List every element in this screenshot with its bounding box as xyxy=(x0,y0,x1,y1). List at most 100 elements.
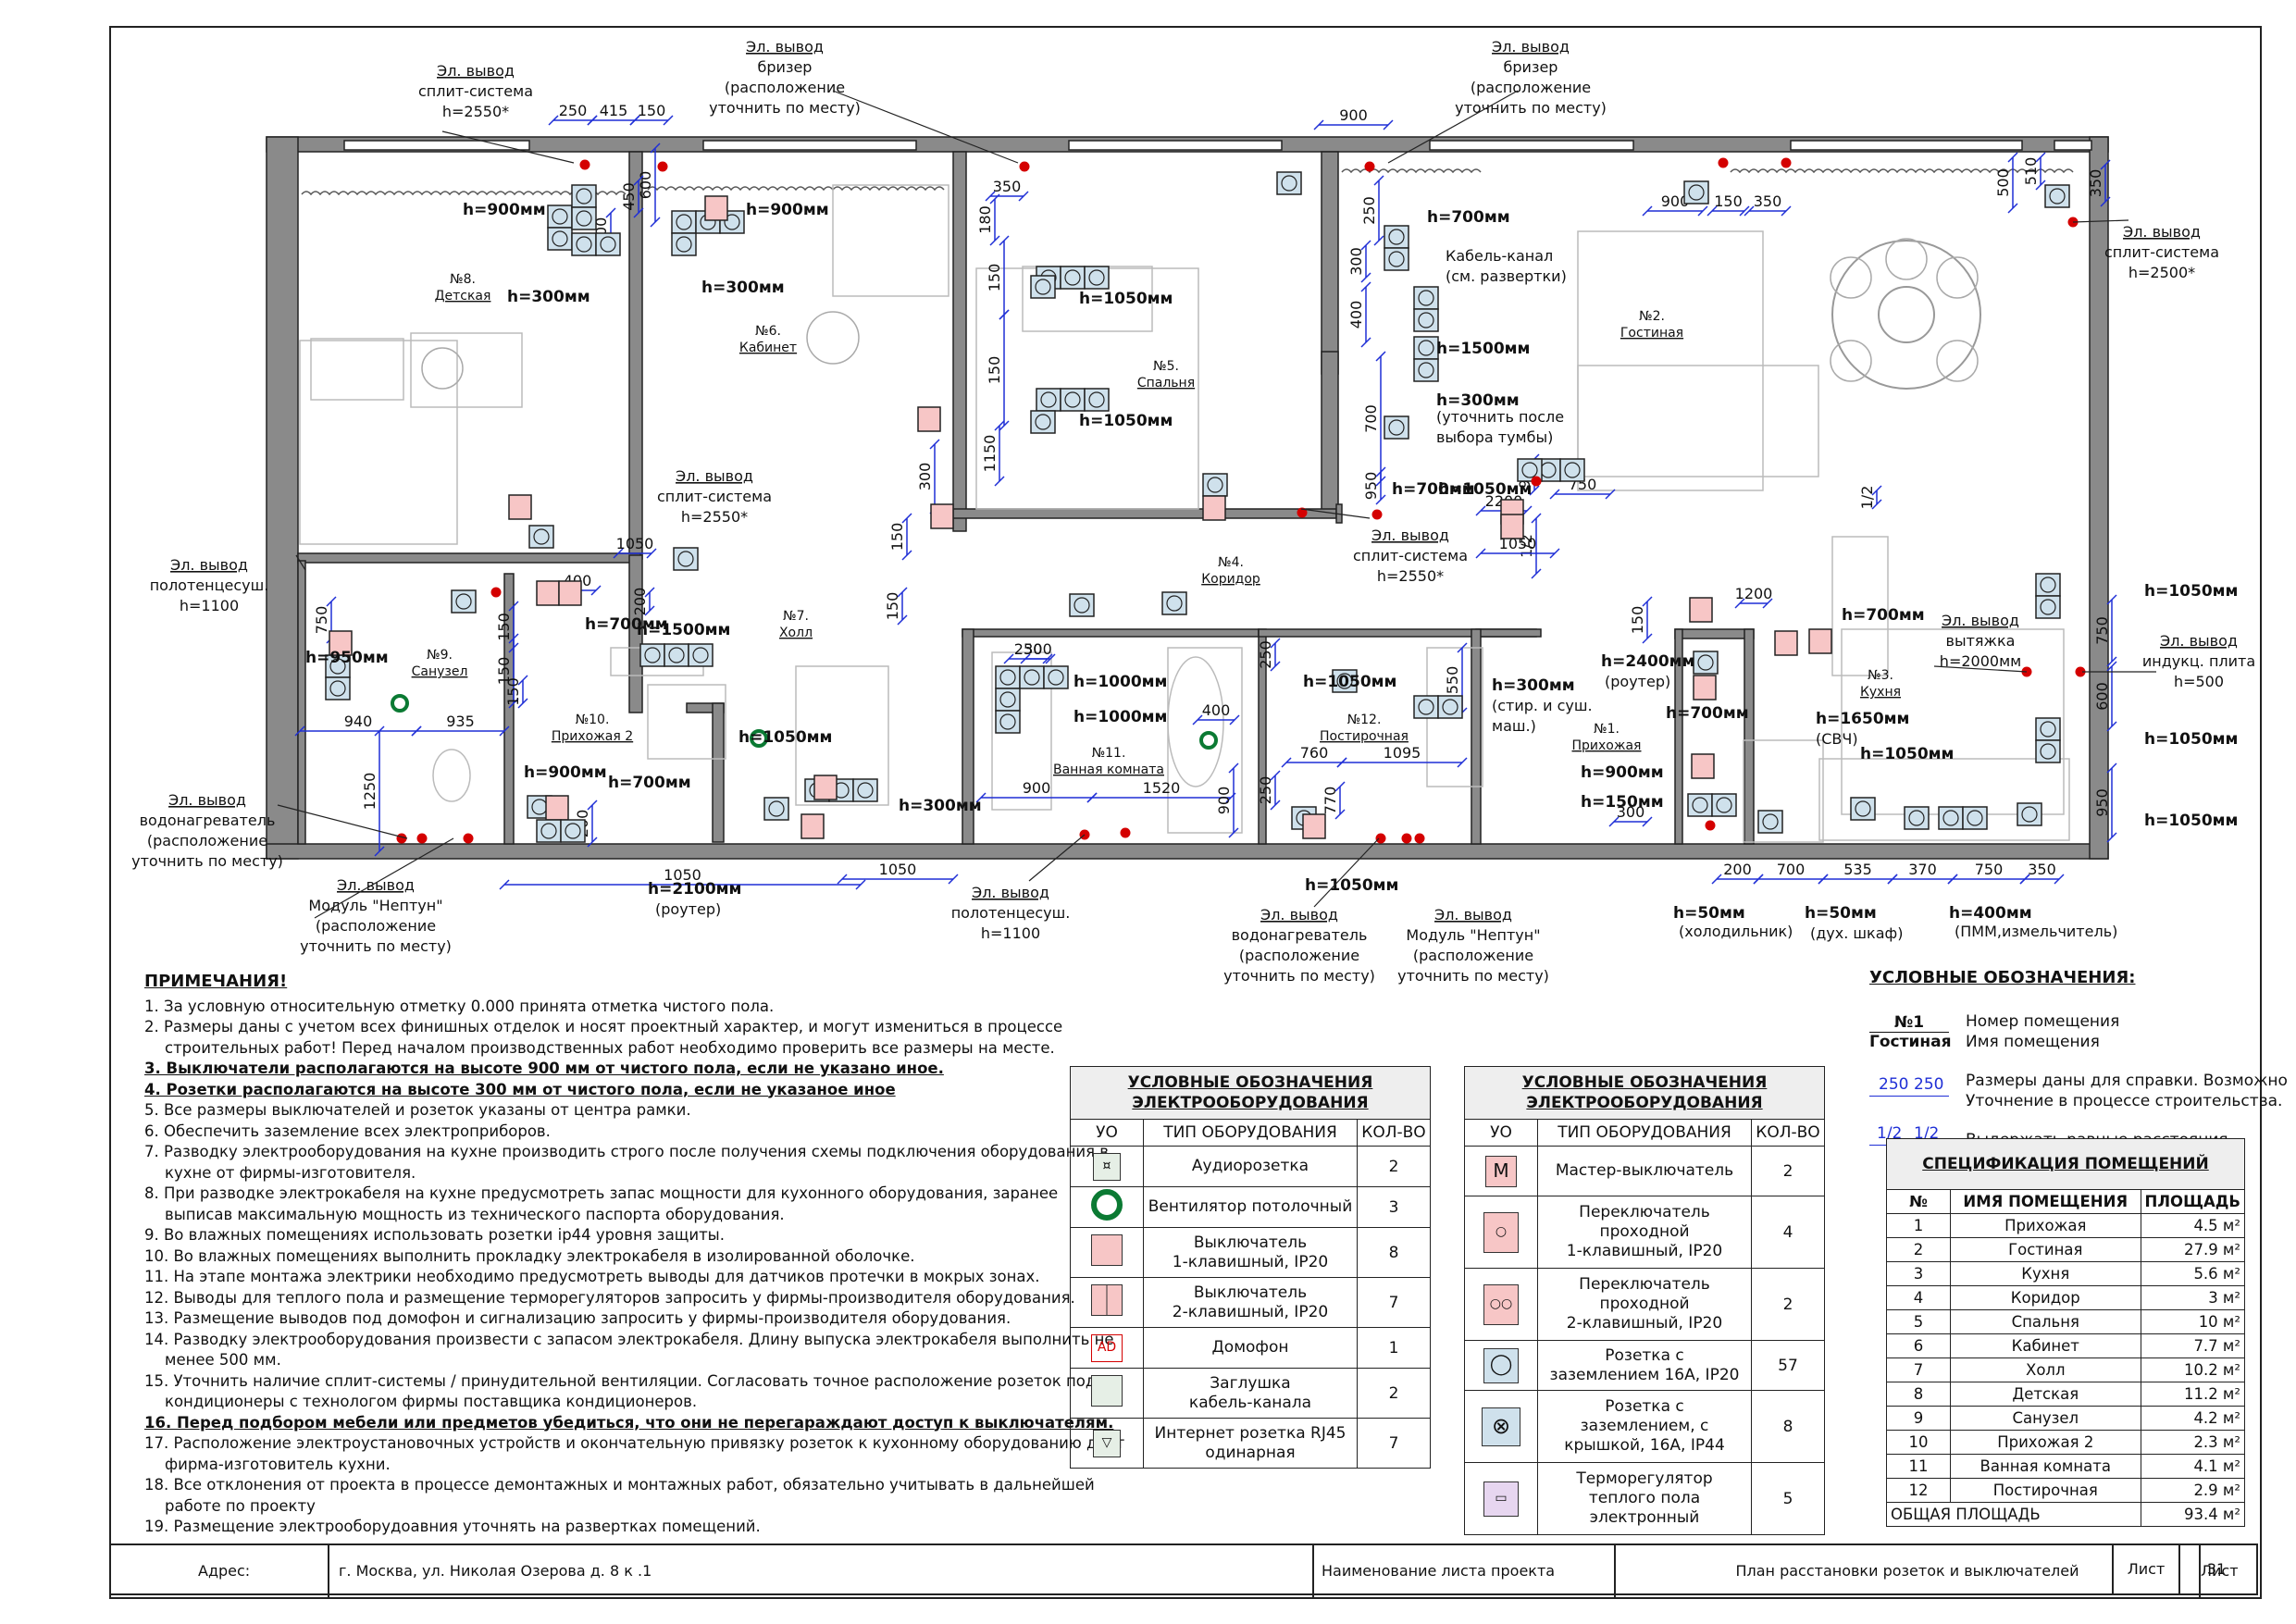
dimension-tick xyxy=(326,596,337,607)
room-spec-name: Прихожая 2 xyxy=(1950,1430,2141,1455)
furniture xyxy=(299,340,458,545)
dimension-tick xyxy=(1605,489,1616,500)
pass-switch-2-icon: ○○ xyxy=(1464,1268,1538,1341)
furniture xyxy=(1818,758,2070,841)
dimension-tick xyxy=(1734,598,1745,609)
socket-icon-ring xyxy=(2040,599,2056,615)
dimension-tick xyxy=(1373,175,1384,186)
dimension-label: 400 xyxy=(1347,301,1365,329)
callout-text: Эл. вывод xyxy=(1942,612,2019,629)
switch-icon xyxy=(1689,597,1713,623)
symbol-room-number: №1 xyxy=(1893,1012,1925,1032)
legend2-col-uo: УО xyxy=(1464,1119,1538,1147)
socket-icon-ring xyxy=(1688,184,1705,201)
switch-icon xyxy=(1808,628,1832,654)
height-label: h=1000мм xyxy=(1074,708,1167,726)
room-spec-no: 10 xyxy=(1886,1430,1951,1455)
height-label: h=150мм xyxy=(1581,793,1664,812)
callout-text: h=2000мм xyxy=(1940,652,2021,670)
dimension-symbol: 250 250 xyxy=(1869,1075,1949,1107)
callout-text: водонагреватель xyxy=(1232,926,1368,944)
callout-text: уточнить по месту) xyxy=(709,99,861,117)
dimension-tick xyxy=(1334,809,1346,820)
legend-row-type-line: Розетка с xyxy=(1605,1345,1684,1365)
dimension-tick xyxy=(2054,874,2065,885)
socket-icon-ring xyxy=(1388,229,1405,245)
height-label: h=300мм xyxy=(899,797,982,815)
dimension-tick xyxy=(1228,827,1239,838)
dimension-label: 935 xyxy=(446,713,475,730)
dimension-tick xyxy=(644,587,655,598)
power-outlet-point-icon xyxy=(1019,161,1030,172)
dimension-label: 940 xyxy=(344,713,373,730)
dimension-tick xyxy=(837,874,848,885)
dimension-tick xyxy=(2106,594,2117,605)
window xyxy=(343,140,530,151)
height-label: h=1000мм xyxy=(1074,673,1167,691)
height-label: h=300мм xyxy=(1436,391,1520,410)
dimension-symbol-a: 250 xyxy=(1879,1075,1909,1094)
dimension-tick xyxy=(629,115,640,126)
switch-icon xyxy=(545,795,569,821)
curtain xyxy=(1730,168,2074,174)
socket-icon-ring xyxy=(676,236,692,253)
dimension-label: 180 xyxy=(976,205,994,234)
curtain xyxy=(1341,168,1482,174)
note-line: 7. Разводку электрооборудования на кухне… xyxy=(144,1143,1110,1160)
callout-text: сплит-система xyxy=(657,488,772,505)
socket-icon-ring xyxy=(692,647,709,663)
legend-row-type-line: Терморегулятор xyxy=(1576,1469,1713,1488)
dimension-label: 150 xyxy=(884,592,901,621)
cable-plug-icon xyxy=(1070,1368,1144,1419)
room-spec-area: 10 м² xyxy=(2140,1309,2246,1334)
ceiling-fan-icon xyxy=(391,694,409,713)
socket-icon-ring xyxy=(552,208,568,225)
dimension-label: 900 xyxy=(1339,106,1368,124)
legend-row-type-line: 2-клавишный, IP20 xyxy=(1172,1302,1329,1321)
dimension-tick xyxy=(1762,598,1773,609)
dimension-tick xyxy=(499,879,510,890)
socket-icon-ring xyxy=(1418,312,1434,329)
callout-text: уточнить по месту) xyxy=(1223,967,1375,985)
height-note: Кабель-канал xyxy=(1446,247,1553,265)
dimension-tick xyxy=(1360,281,1371,292)
room-name: Ванная комната xyxy=(1053,762,1164,777)
legend-row-qty: 1 xyxy=(1357,1327,1431,1369)
legend-row-qty: 2 xyxy=(1357,1368,1431,1419)
room-spec-area: 5.6 м² xyxy=(2140,1261,2246,1286)
room-name: Спальня xyxy=(1137,376,1195,391)
height-label: h=1050мм xyxy=(1438,480,1532,499)
note-line: строительных работ! Перед началом произв… xyxy=(165,1038,1055,1057)
dimension-tick xyxy=(1642,633,1653,644)
dimension-tick xyxy=(897,587,908,598)
legend-row-qty: 8 xyxy=(1751,1390,1825,1463)
height-note: (холодильник) xyxy=(1679,923,1793,940)
chair xyxy=(1936,340,1979,382)
legend1-col-type: ТИП ОБОРУДОВАНИЯ xyxy=(1143,1119,1358,1147)
switch-1-icon xyxy=(1070,1227,1144,1278)
socket-icon-ring xyxy=(1035,279,1051,295)
room-spec-name: Коридор xyxy=(1950,1285,2141,1310)
dimension-label: 150 xyxy=(1629,606,1646,635)
dimension-tick xyxy=(999,235,1010,246)
legend-row-type-line: Переключатель xyxy=(1579,1203,1710,1221)
dimension-tick xyxy=(2007,203,2018,214)
dimension-tick xyxy=(1018,191,1029,202)
curtain xyxy=(301,191,627,196)
height-label: h=1050мм xyxy=(1079,290,1173,308)
dimension-label: 1200 xyxy=(1735,585,1773,602)
socket-icon-ring xyxy=(668,647,685,663)
socket-icon-ring xyxy=(2040,721,2056,738)
callout-text: h=2500* xyxy=(2128,264,2195,281)
dimension-label: 400 xyxy=(1202,701,1231,719)
dimension-tick xyxy=(2106,832,2117,843)
height-label: h=950мм xyxy=(305,649,389,667)
dimension-label: 550 xyxy=(1444,666,1461,695)
